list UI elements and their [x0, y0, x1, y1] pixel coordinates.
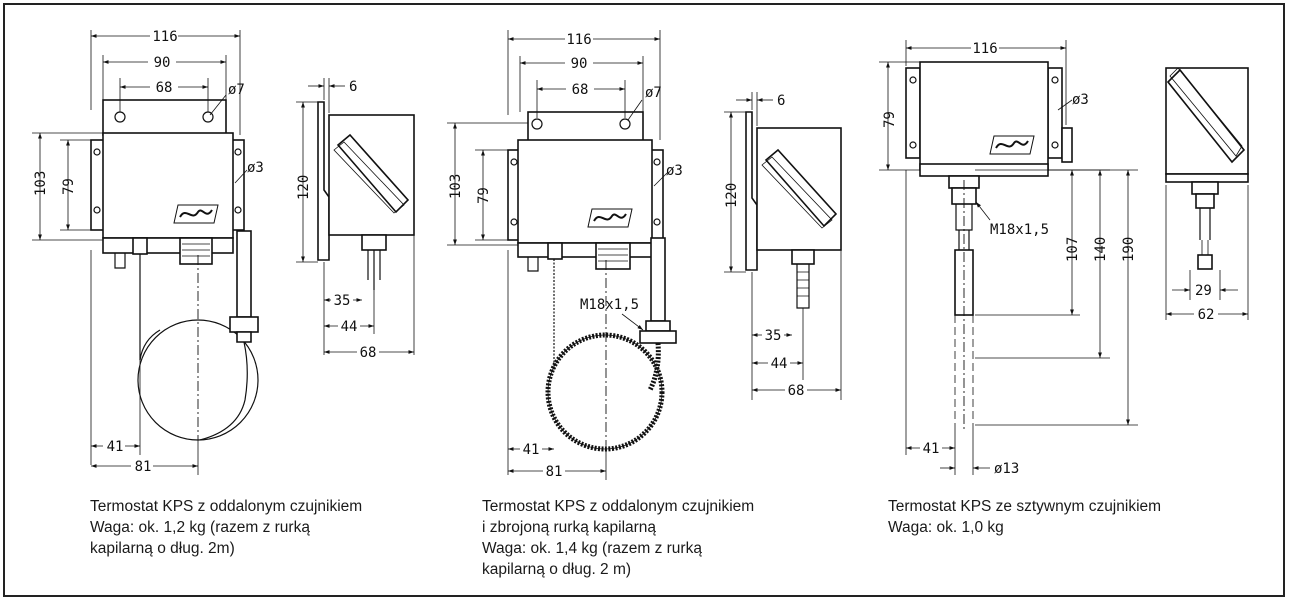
drawing-1-front-view: 116 90 68 ø7 ø3 103 79 41 81	[32, 26, 264, 475]
drawing-1-side-view: 6 120 35 44 68	[296, 78, 415, 361]
dim-hole-3: ø3	[1072, 92, 1089, 108]
drawing-3-side-view: 29 62	[1165, 67, 1249, 323]
dim-44: 44	[771, 356, 788, 372]
dim-41: 41	[923, 441, 940, 457]
drawing-3-front-view: 116 79 ø3 M18x1,5 107 140 190 41 ø13	[879, 39, 1138, 477]
dim-height-79: 79	[476, 187, 492, 204]
dim-35: 35	[765, 328, 782, 344]
caption-line: i zbrojoną rurką kapilarną	[482, 519, 657, 536]
dim-width-90: 90	[154, 55, 171, 71]
dim-68: 68	[788, 383, 805, 399]
dim-length-190: 190	[1121, 237, 1137, 262]
dim-length-107: 107	[1065, 237, 1081, 262]
dim-width-62: 62	[1198, 307, 1215, 323]
drawing-2-front-view: 116 90 68 ø7 ø3 103 79 M18x1,5 41 81	[447, 30, 683, 480]
dim-length-140: 140	[1093, 237, 1109, 262]
dim-height-79: 79	[61, 178, 77, 195]
dim-44: 44	[341, 319, 358, 335]
caption-drawing-3: Termostat KPS ze sztywnym czujnikiem Wag…	[888, 496, 1161, 538]
dim-thickness-6: 6	[777, 93, 785, 109]
dim-height-79: 79	[882, 111, 898, 128]
dim-thread: M18x1,5	[990, 222, 1049, 238]
dim-thickness-6: 6	[349, 79, 357, 95]
dim-width-116: 116	[152, 29, 177, 45]
caption-drawing-1: Termostat KPS z oddalonym czujnikiem Wag…	[90, 496, 362, 559]
dim-width-68: 68	[156, 80, 173, 96]
caption-line: Termostat KPS z oddalonym czujnikiem	[482, 498, 755, 515]
dim-41: 41	[107, 439, 124, 455]
dim-width-116: 116	[566, 32, 591, 48]
caption-line: kapilarną o dług. 2 m)	[482, 561, 632, 578]
dim-41: 41	[523, 442, 540, 458]
dim-hole-7: ø7	[228, 82, 245, 98]
drawing-2-side-view: 6 120 35 44 68	[724, 92, 842, 400]
dim-width-116: 116	[972, 41, 997, 57]
caption-line: Waga: ok. 1,4 kg (razem z rurką	[482, 540, 702, 557]
dim-81: 81	[546, 464, 563, 480]
dim-81: 81	[135, 459, 152, 475]
dim-hole-7: ø7	[645, 85, 662, 101]
dim-height-103: 103	[448, 174, 464, 199]
caption-line: Termostat KPS ze sztywnym czujnikiem	[888, 498, 1162, 515]
dim-diameter-13: ø13	[994, 461, 1019, 477]
caption-line: Waga: ok. 1,2 kg (razem z rurką	[90, 519, 310, 536]
dim-hole-3: ø3	[666, 163, 683, 179]
dim-thread: M18x1,5	[580, 297, 639, 313]
dim-height-120: 120	[296, 175, 312, 200]
dim-hole-3: ø3	[247, 160, 264, 176]
caption-line: Waga: ok. 1,0 kg	[888, 519, 1004, 536]
caption-line: kapilarną o dług. 2m)	[90, 540, 235, 557]
dim-width-90: 90	[571, 56, 588, 72]
dim-height-103: 103	[33, 171, 49, 196]
caption-drawing-2: Termostat KPS z oddalonym czujnikiem i z…	[482, 496, 754, 580]
dim-35: 35	[334, 293, 351, 309]
dim-height-120: 120	[724, 183, 740, 208]
dim-68: 68	[360, 345, 377, 361]
dim-width-68: 68	[572, 82, 589, 98]
dim-width-29: 29	[1195, 283, 1212, 299]
figure-frame	[3, 3, 1285, 597]
caption-line: Termostat KPS z oddalonym czujnikiem	[90, 498, 363, 515]
